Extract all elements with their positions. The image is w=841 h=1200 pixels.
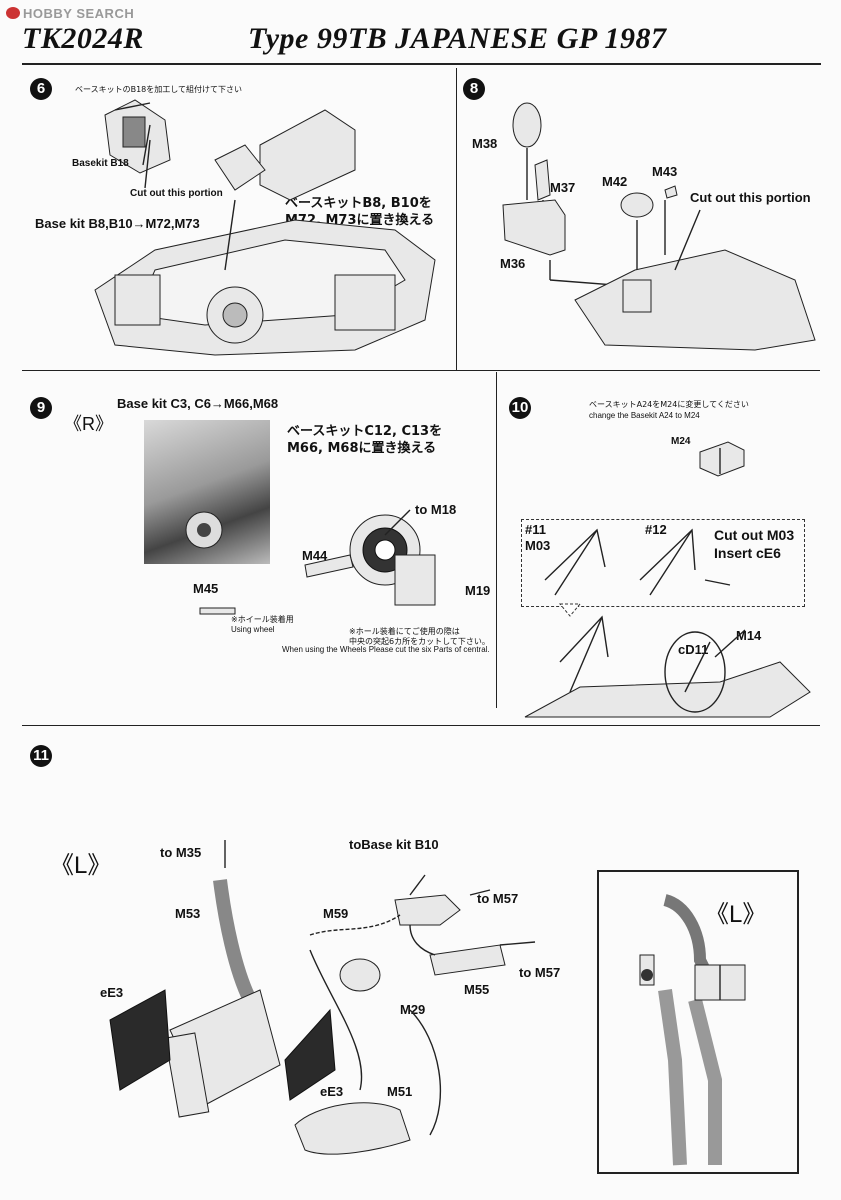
part-m59-label: M59 [323,906,349,921]
divider-horizontal-2 [22,725,820,726]
brake-assembly-diagram [304,509,436,606]
part-m24-label: M24 [671,436,691,447]
divider-vertical-top [456,68,457,370]
heat-shield-left [109,989,171,1091]
part-m53-label: M53 [175,906,201,921]
hub-detail-icon [185,511,223,549]
step-11-inset-side-label: 《L》 [705,901,767,928]
kit-code: TK2024R [22,22,144,55]
exhaust-radiator-diagram [109,840,536,1155]
part-m24-icon [699,441,745,477]
page-title: Type 99TB JAPANESE GP 1987 [248,22,667,55]
header-rule [22,63,821,65]
part-m19-label: M19 [465,583,491,598]
basekit-b18-label: Basekit B18 [72,158,129,169]
to-m18-label: to M18 [415,502,457,517]
upright-photo [144,420,270,564]
part-m45-icon [199,607,236,615]
step-6-replace-en: Base kit B8,B10→M72,M73 [35,216,200,231]
wheel-note-jp: ※ホイール装着用 [231,615,294,624]
step-8-cut-label: Cut out this portion [690,190,811,205]
step-8-badge: 8 [463,78,485,100]
inset-exhaust-detail [639,894,746,1166]
part-m44-label: M44 [302,548,328,563]
heat-shield-right [284,1008,336,1101]
step-6-cut-pointer [144,139,151,189]
step-9-replace-en: Base kit C3, C6→M66,M68 [117,396,279,411]
step-10-cut-text-2: Insert cE6 [714,545,781,561]
step-6-badge: 6 [30,78,52,100]
wheel-note-en: Using wheel [231,625,275,634]
part-ee3-label-b: eE3 [320,1084,344,1099]
suspension-arm-variants [544,528,731,596]
step-9-replace-jp-1: ベースキットC12, C13を [287,424,443,439]
step-10-en-note: change the Basekit A24 to M24 [589,411,700,420]
wheel-cut-note-jp-1: ※ホール装着にてご使用の際は [349,627,460,636]
part-m51-label: M51 [387,1084,413,1099]
part-b18-diagram [104,99,171,174]
variant-11-label: #11 [525,522,546,537]
divider-horizontal-1 [22,370,820,371]
step-6-jp-note: ベースキットのB18を加工して組付けて下さい [75,85,243,94]
step-6-cut-label: Cut out this portion [130,188,223,199]
part-m45-label: M45 [193,581,219,596]
rear-suspension-diagram [524,615,811,718]
step-11-side-label: 《L》 [50,852,112,879]
divider-vertical-mid [496,372,497,708]
step-11-badge: 11 [30,745,52,767]
part-m42-label: M42 [602,174,628,189]
part-m37-label: M37 [550,180,576,195]
step-8-diagram [502,102,816,351]
step-9-badge: 9 [30,397,52,419]
to-m35-label: to M35 [160,845,202,860]
part-m29-label: M29 [400,1002,426,1017]
step-10-jp-note: ベースキットA24をM24に変更してください [589,400,749,409]
wheel-cut-note-jp-2: 中央の突起6カ所をカットして下さい。 [349,637,490,646]
hobby-search-logo-icon [6,7,20,19]
to-m57-label-a: to M57 [477,891,519,906]
chassis-assembly-diagram [94,109,436,356]
step-10-cut-text-1: Cut out M03 [714,527,795,543]
watermark: HOBBY SEARCH [6,6,134,21]
to-base-b10-label: toBase kit B10 [349,837,439,852]
step-10-badge: 10 [509,397,531,419]
part-m38-label: M38 [472,136,498,151]
to-m57-label-b: to M57 [519,965,561,980]
wheel-cut-note-en: When using the Wheels Please cut the six… [282,645,490,654]
step-6-replace-jp-1: ベースキットB8, B10を [285,196,432,211]
step-9-replace-jp-2: M66, M68に置き換える [287,441,437,456]
part-m43-label: M43 [652,164,678,179]
part-m55-label: M55 [464,982,490,997]
variant-12-label: #12 [645,522,667,537]
step-9-side-label: 《R》 [64,414,113,434]
part-ee3-label-a: eE3 [100,985,124,1000]
callout-pointer [558,603,582,617]
part-m36-label: M36 [500,256,526,271]
variant-callout-box [521,519,805,607]
part-cd11-label: cD11 [678,642,709,657]
part-m03-label: M03 [525,538,551,553]
step-11-inset-box [597,870,799,1174]
